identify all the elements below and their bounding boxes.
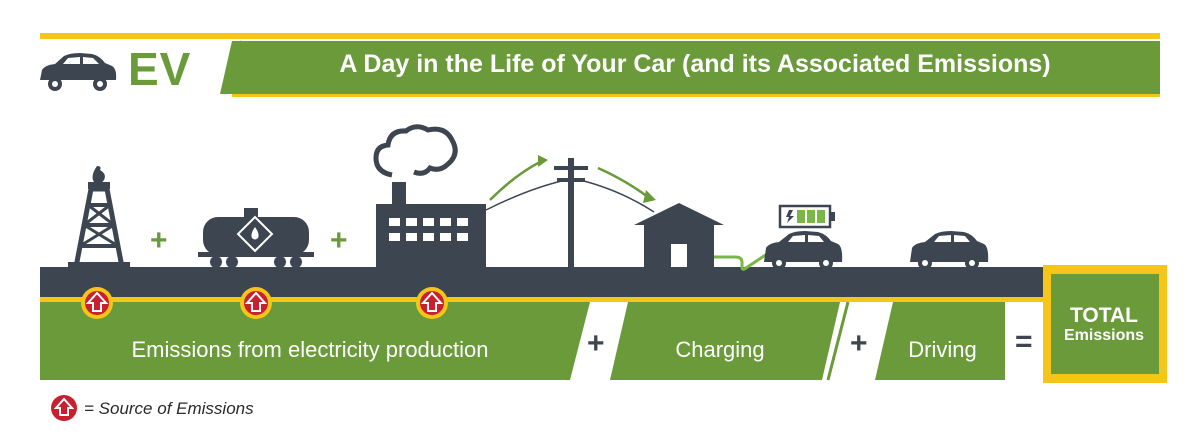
charging-cable	[714, 250, 771, 271]
header-slash-divider	[222, 40, 244, 95]
driving-car-icon	[910, 231, 989, 270]
slash-mark-2	[826, 301, 850, 381]
header-top-yellow-line	[40, 33, 1160, 39]
ev-badge: EV	[128, 43, 192, 95]
stage-bars	[40, 301, 1005, 381]
charging-bar	[610, 302, 840, 380]
power-line-icon	[485, 155, 656, 267]
header-green-banner	[220, 41, 1160, 94]
house-icon	[634, 203, 724, 267]
road-yellow-line	[40, 297, 1043, 302]
header-bottom-yellow-line	[232, 94, 1160, 97]
emission-source-icon-3	[416, 287, 448, 319]
header-car-icon	[40, 53, 117, 91]
total-emissions-label: TOTAL Emissions	[1050, 305, 1158, 344]
driving-label: Driving	[908, 337, 977, 362]
plus-operator-1: +	[587, 327, 605, 360]
legend-emission-icon	[51, 395, 77, 421]
total-line-1: TOTAL	[1069, 304, 1139, 327]
driving-bar	[875, 302, 1005, 380]
slash-mark-1	[565, 301, 589, 381]
road-band	[40, 267, 1043, 297]
charging-car-icon	[764, 231, 843, 270]
equals-operator: =	[1015, 325, 1033, 358]
plus-operator-2: +	[850, 327, 868, 360]
emission-source-icon-2	[240, 287, 272, 319]
oil-derrick-icon	[68, 166, 130, 270]
total-line-2: Emissions	[1063, 327, 1145, 344]
charging-label: Charging	[675, 337, 765, 362]
plus-sign-icon-2: +	[330, 224, 348, 257]
total-box-inner	[1051, 274, 1159, 374]
emission-source-icon-1	[81, 287, 113, 319]
page-title: A Day in the Life of Your Car (and its A…	[339, 50, 1051, 78]
plus-sign-icon-1: +	[150, 224, 168, 257]
tanker-railcar-icon	[198, 208, 314, 268]
legend-text: = Source of Emissions	[84, 399, 254, 418]
battery-icon	[778, 204, 835, 229]
electricity-bar	[40, 302, 590, 380]
power-plant-icon	[373, 124, 486, 267]
electricity-production-label: Emissions from electricity production	[131, 337, 489, 362]
